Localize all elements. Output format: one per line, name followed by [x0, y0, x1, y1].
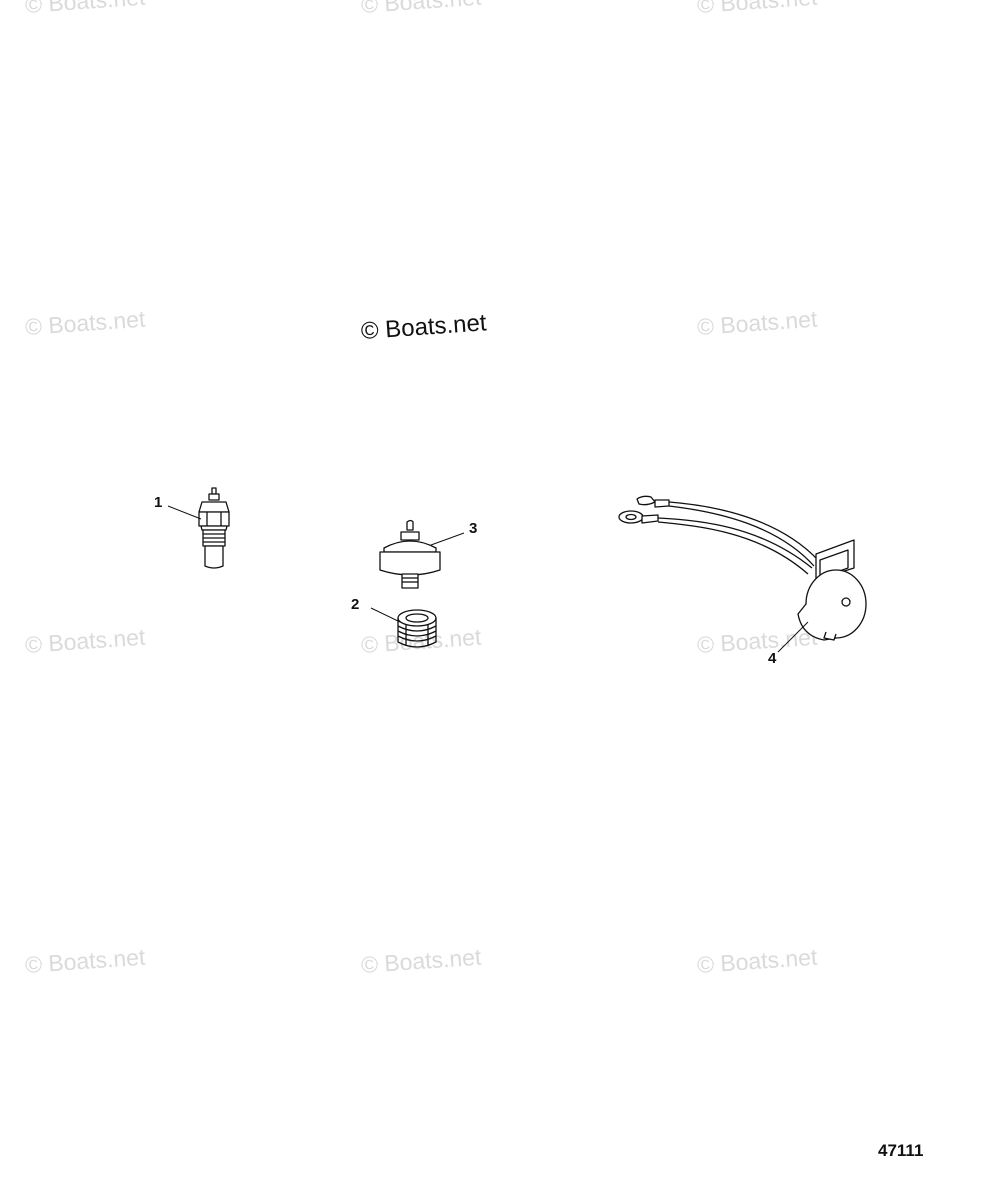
oil-pressure-switch-icon — [379, 519, 441, 589]
callout-1: 1 — [154, 494, 163, 511]
figure-number: 47111 — [878, 1141, 924, 1160]
callout-3: 3 — [469, 520, 478, 537]
adapter-fitting-icon — [397, 609, 437, 648]
buzzer-harness-icon — [618, 495, 867, 641]
temperature-sender-icon — [198, 487, 230, 569]
callout-4: 4 — [768, 650, 777, 667]
callout-2: 2 — [351, 596, 360, 613]
